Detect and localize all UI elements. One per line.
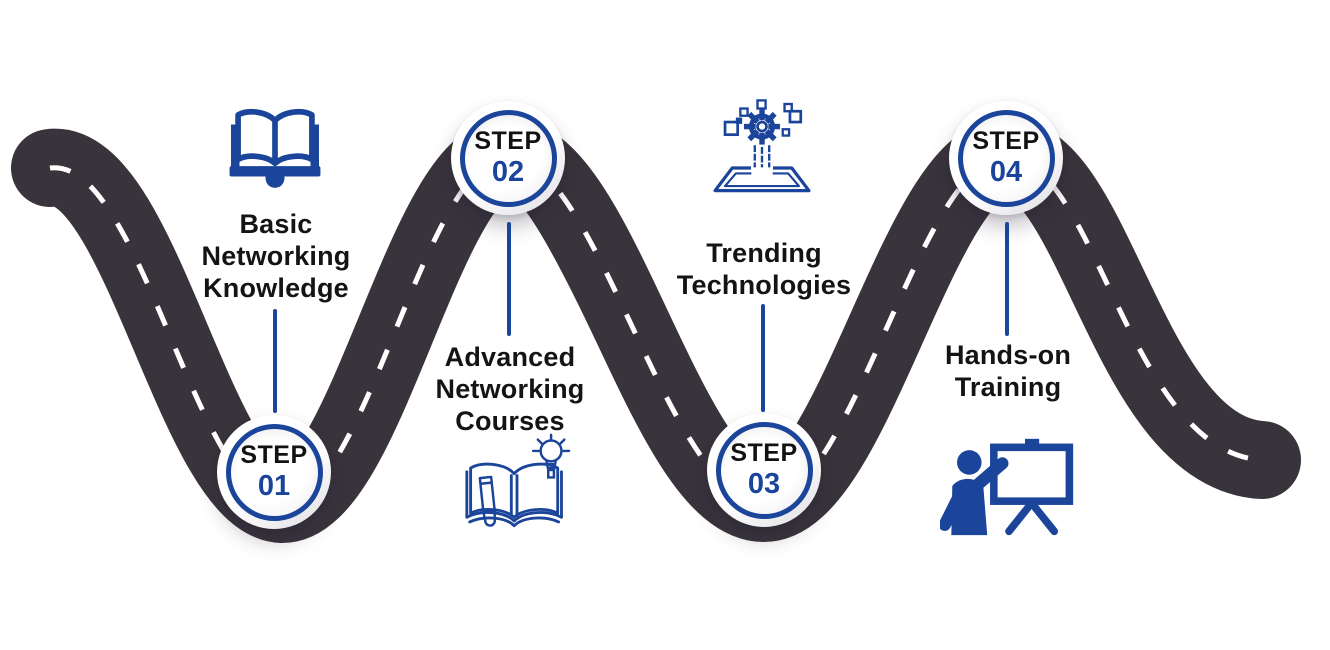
hands-on-training-graphic (938, 438, 1074, 536)
step-3-ring: STEP 03 (715, 421, 813, 519)
label-line: Training (954, 372, 1062, 402)
step-3-label: Trending Technologies (677, 237, 851, 301)
easel-legs (1005, 499, 1059, 536)
step-3-connector-line (761, 304, 765, 412)
label-line: Technologies (676, 270, 852, 300)
step-2-ring: STEP 02 (459, 109, 557, 207)
step-4-connector-line (1005, 222, 1009, 336)
step-3-badge: STEP 03 (707, 413, 821, 527)
trainer-whiteboard-icon (938, 435, 1076, 539)
rising-dots (753, 145, 771, 168)
step-word: STEP (730, 439, 798, 467)
step-1-connector-line (273, 309, 277, 413)
emerging-tech-graphic (713, 99, 811, 193)
label-line: Advanced (444, 342, 576, 372)
open-book-icon (222, 103, 328, 197)
lightbulb-glyph (531, 433, 571, 479)
pencil-glyph (478, 475, 496, 527)
step-2-label: Advanced Networking Courses (435, 341, 584, 437)
step-1-label: Basic Networking Knowledge (201, 208, 350, 304)
label-line: Networking (435, 374, 585, 404)
step-4-ring: STEP 04 (957, 109, 1055, 207)
label-line: Networking (201, 241, 351, 271)
label-line: Trending (706, 238, 822, 268)
step-4-label: Hands-on Training (945, 339, 1071, 403)
open-book-graphic (229, 108, 321, 188)
label-line: Courses (455, 406, 565, 436)
step-3-number: 03 (747, 468, 781, 500)
gear-pixels-platform-icon (707, 99, 817, 201)
step-4-badge: STEP 04 (949, 101, 1063, 215)
pixel-squares (723, 99, 803, 137)
step-2-connector-line (507, 222, 511, 336)
step-2-number: 02 (491, 156, 525, 188)
step-1-ring: STEP 01 (225, 423, 323, 521)
study-book-graphic (465, 433, 571, 528)
step-word: STEP (972, 127, 1040, 155)
label-line: Knowledge (203, 273, 349, 303)
step-1-number: 01 (257, 470, 291, 502)
label-line: Basic (239, 209, 313, 239)
book-pencil-lightbulb-icon (453, 432, 581, 538)
step-4-number: 04 (989, 156, 1023, 188)
step-word: STEP (240, 441, 308, 469)
step-2-badge: STEP 02 (451, 101, 565, 215)
label-line: Hands-on (944, 340, 1072, 370)
step-word: STEP (474, 127, 542, 155)
step-1-badge: STEP 01 (217, 415, 331, 529)
